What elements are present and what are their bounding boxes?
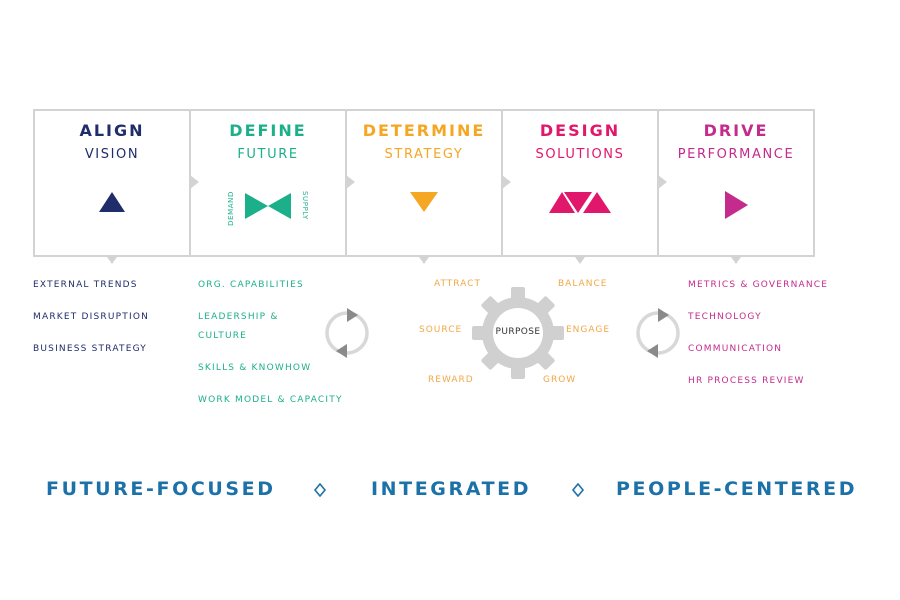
stage-subtitle: STRATEGY [384,147,464,162]
stage-drive: DRIVE PERFORMANCE [657,109,815,257]
bowtie-icon [191,189,345,225]
notch-down-icon [731,257,741,264]
triangle-down-icon [347,189,501,225]
list-item: EXTERNAL TRENDS [33,280,138,290]
notch-down-icon [107,257,117,264]
connector-arrow-icon [346,175,355,189]
stage-title: DRIVE [703,121,769,140]
notch-down-icon [575,257,585,264]
list-item: COMMUNICATION [688,344,783,354]
gear-word-attract: ATTRACT [434,279,481,289]
tagline-integrated: INTEGRATED [371,478,532,500]
diamond-separator-icon [571,483,585,497]
stage-title: ALIGN [79,121,145,140]
triangle-up-icon [35,189,189,225]
list-item: SKILLS & KNOWHOW [198,363,312,373]
list-item: MARKET DISRUPTION [33,312,150,322]
stage-title: DESIGN [539,121,621,140]
connector-arrow-icon [190,175,199,189]
triangle-right-icon [659,189,813,225]
list-item: CULTURE [198,331,248,341]
cycle-arrows-icon [325,308,369,358]
tagline-people-centered: PEOPLE-CENTERED [616,478,858,500]
stage-subtitle: PERFORMANCE [677,147,795,162]
connector-arrow-icon [502,175,511,189]
gear-word-engage: ENGAGE [566,325,611,335]
diamond-separator-icon [313,483,327,497]
supply-label: SUPPLY [301,191,309,220]
stage-subtitle: FUTURE [237,147,299,162]
stage-row: ALIGN VISION DEFINE FUTURE DEMAND SUPPLY… [33,109,815,264]
cycle-arrows-icon [636,308,680,358]
list-item: WORK MODEL & CAPACITY [198,395,343,405]
stage-determine: DETERMINE STRATEGY [345,109,503,257]
stage-design: DESIGN SOLUTIONS [501,109,659,257]
list-item: ORG. CAPABILITIES [198,280,304,290]
notch-down-icon [419,257,429,264]
triangle-tessellation-icon [503,189,657,225]
stage-title: DEFINE [229,121,307,140]
gear-word-grow: GROW [543,375,577,385]
stage-subtitle: VISION [84,147,140,162]
list-item: TECHNOLOGY [688,312,762,322]
gear-word-source: SOURCE [419,325,463,335]
gear-center-label: PURPOSE [495,327,541,337]
gear-word-reward: REWARD [428,375,474,385]
stage-align: ALIGN VISION [33,109,191,257]
gear-word-balance: BALANCE [558,279,608,289]
stage-title: DETERMINE [362,121,486,140]
connector-arrow-icon [658,175,667,189]
list-item: LEADERSHIP & [198,312,279,322]
stage-define: DEFINE FUTURE DEMAND SUPPLY [189,109,347,257]
gear-icon [472,287,564,379]
stage-subtitle: SOLUTIONS [535,147,625,162]
list-item: METRICS & GOVERNANCE [688,280,829,290]
tagline-future-focused: FUTURE-FOCUSED [46,478,276,500]
list-item: BUSINESS STRATEGY [33,344,147,354]
list-item: HR PROCESS REVIEW [688,376,805,386]
